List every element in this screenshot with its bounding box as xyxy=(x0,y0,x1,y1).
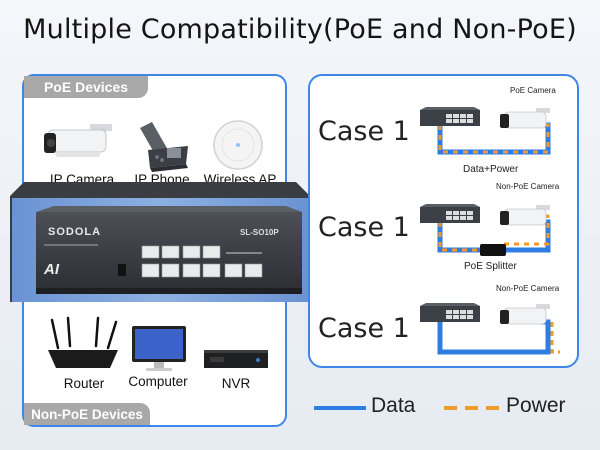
case-device-label: Non-PoE Camera xyxy=(496,284,560,293)
case-label: Case 1 xyxy=(318,212,410,243)
nonpoe-device-label: Router xyxy=(63,376,105,391)
case-device-label: Non-PoE Camera xyxy=(496,182,560,191)
poe-device-label: IP Phone xyxy=(134,172,190,187)
legend-data-label: Data xyxy=(371,394,416,417)
legend-power-label: Power xyxy=(506,394,566,417)
switch-ai-badge: AI xyxy=(44,261,59,278)
switch-model: SL-SO10P xyxy=(240,228,279,237)
case-label: Case 1 xyxy=(318,313,410,344)
case-connection-label: PoE Splitter xyxy=(464,261,517,272)
poe-device-label: IP Camera xyxy=(49,172,115,187)
nonpoe-device-label: Computer xyxy=(128,374,188,389)
page-title: Multiple Compatibility(PoE and Non-PoE) xyxy=(23,14,577,45)
poe-devices-tag: PoE Devices xyxy=(24,76,148,98)
case-connection-label: Data+Power xyxy=(463,164,519,175)
poe-device-label: Wireless AP xyxy=(203,172,277,187)
case-device-label: PoE Camera xyxy=(510,86,556,95)
nonpoe-devices-tag: Non-PoE Devices xyxy=(24,403,150,425)
case-label: Case 1 xyxy=(318,116,410,147)
nonpoe-device-label: NVR xyxy=(221,376,251,391)
switch-brand: SODOLA xyxy=(48,226,102,238)
